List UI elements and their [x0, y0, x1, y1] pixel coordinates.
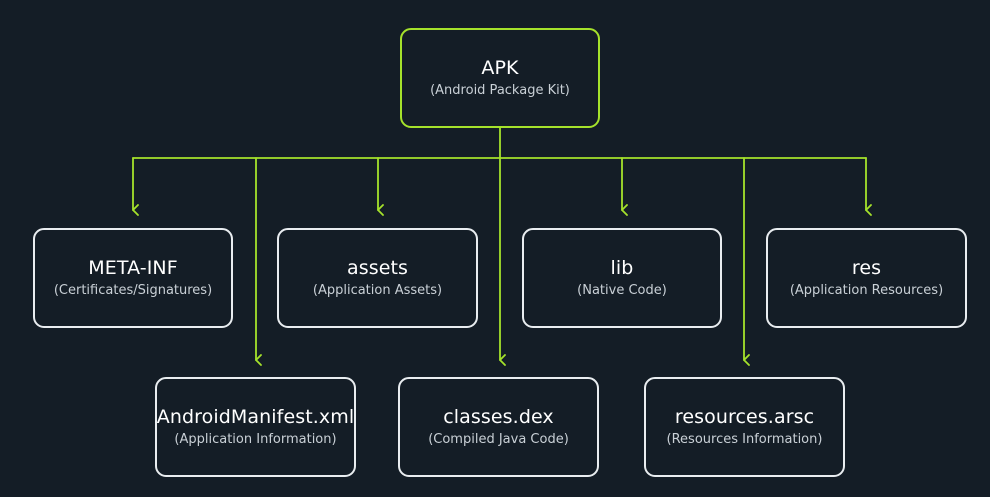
node-title: AndroidManifest.xml [156, 406, 355, 428]
node-lib: lib (Native Code) [522, 228, 722, 328]
node-subtitle: (Application Assets) [312, 283, 443, 298]
node-subtitle: (Application Resources) [789, 283, 944, 298]
node-res: res (Application Resources) [766, 228, 967, 328]
node-resources-arsc: resources.arsc (Resources Information) [644, 377, 845, 477]
node-title: classes.dex [443, 406, 554, 428]
node-classes-dex: classes.dex (Compiled Java Code) [398, 377, 599, 477]
node-subtitle: (Resources Information) [666, 432, 823, 447]
node-android-manifest: AndroidManifest.xml (Application Informa… [155, 377, 356, 477]
node-title: resources.arsc [674, 406, 815, 428]
node-title: res [851, 257, 882, 279]
node-title: APK [481, 57, 519, 79]
node-subtitle: (Compiled Java Code) [428, 432, 569, 447]
node-subtitle: (Application Information) [174, 432, 337, 447]
node-title: assets [346, 257, 409, 279]
node-title: lib [610, 257, 634, 279]
node-apk: APK (Android Package Kit) [400, 28, 600, 128]
node-meta-inf: META-INF (Certificates/Signatures) [33, 228, 233, 328]
node-assets: assets (Application Assets) [277, 228, 478, 328]
node-title: META-INF [88, 257, 178, 279]
node-subtitle: (Android Package Kit) [430, 83, 570, 98]
node-subtitle: (Native Code) [577, 283, 667, 298]
node-subtitle: (Certificates/Signatures) [53, 283, 213, 298]
